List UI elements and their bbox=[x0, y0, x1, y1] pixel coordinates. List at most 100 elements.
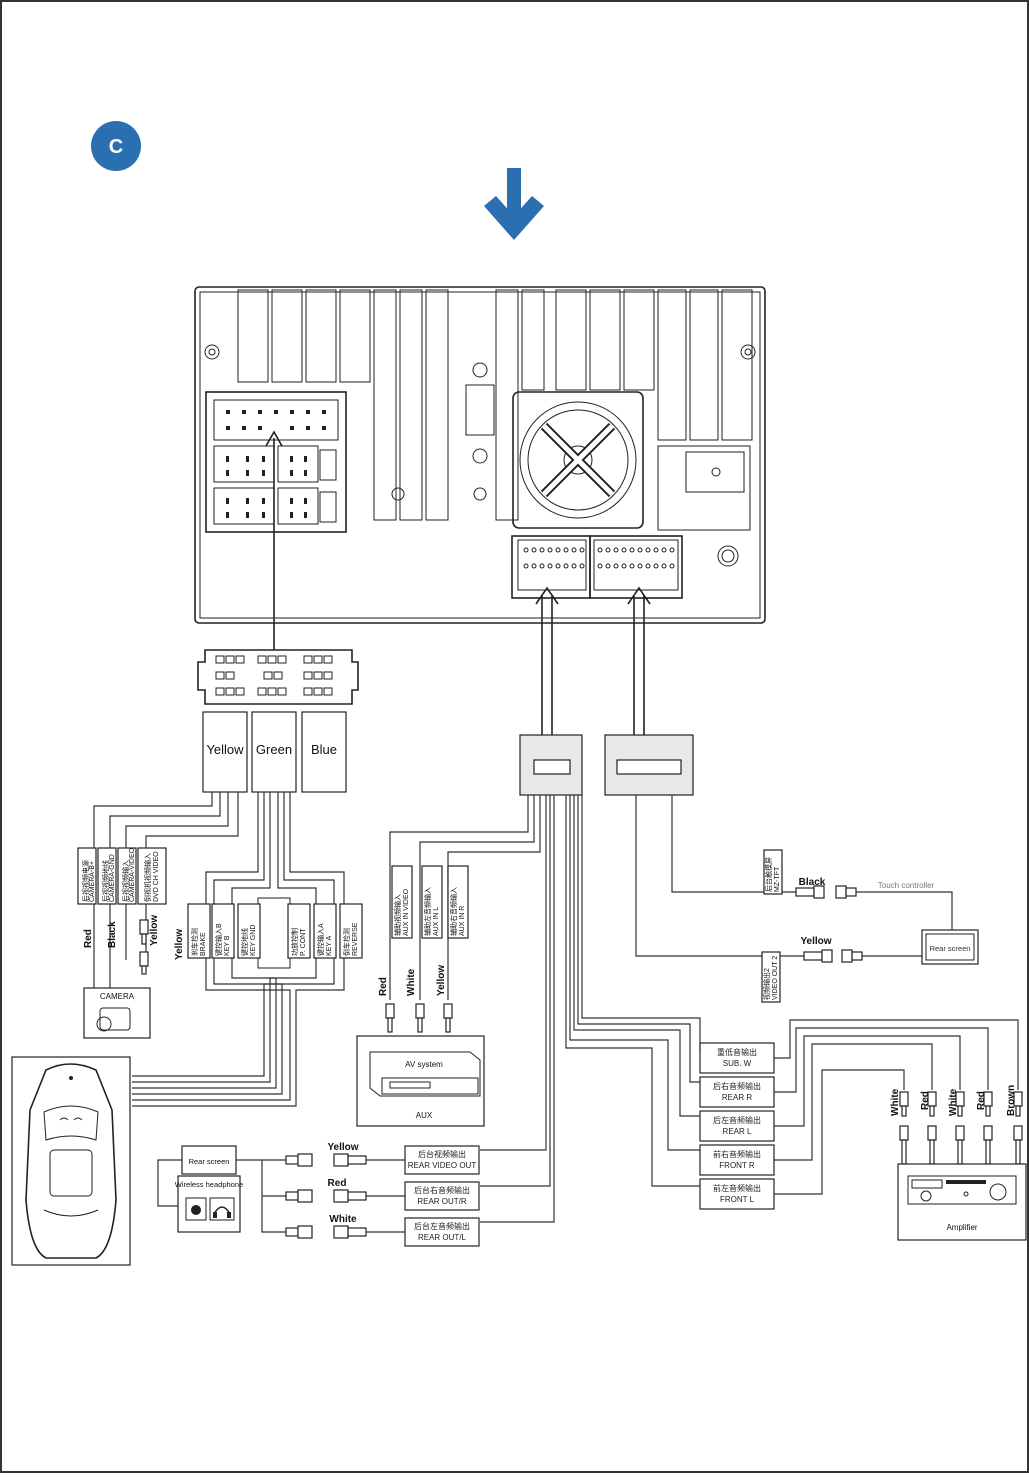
video-out2-color: Yellow bbox=[800, 936, 831, 947]
touch-tag-en: MZ-TFT bbox=[774, 866, 781, 892]
rear-out-plugs bbox=[285, 1153, 367, 1239]
camera-rca-plugs bbox=[139, 919, 149, 975]
aux-wire-1-zh: 辅助视频输入 bbox=[393, 894, 402, 936]
aux-wire-3-en: AUX IN R bbox=[459, 906, 466, 936]
head-unit-back bbox=[194, 286, 766, 624]
rear-out-1-color: Yellow bbox=[327, 1142, 358, 1153]
right-top-wires bbox=[635, 795, 953, 957]
camera-wire-2-en: CAMERA-GND bbox=[109, 854, 116, 902]
left-harness-box bbox=[519, 734, 583, 796]
green-wire-3-zh: 键控地线 bbox=[240, 928, 249, 956]
aux-wire-2-color: White bbox=[406, 968, 417, 996]
iso-plug bbox=[197, 649, 359, 705]
headset-icon bbox=[213, 1206, 231, 1215]
arrow-down-icon bbox=[484, 168, 544, 240]
connector-arrows bbox=[265, 430, 651, 735]
audio-out-5-zh: 前左音频输出 bbox=[713, 1183, 761, 1193]
rear-out-tags bbox=[404, 1145, 480, 1247]
green-wire-tags bbox=[187, 903, 363, 959]
yellow-connector: Yellow bbox=[202, 711, 248, 793]
rear-out-3-zh: 后台左音频输出 bbox=[414, 1221, 470, 1231]
amp-wire-4-color: Red bbox=[976, 1091, 987, 1110]
yellow-connector-label: Yellow bbox=[206, 742, 244, 757]
rear-screen-right: Rear screen bbox=[921, 929, 979, 965]
video-out2-tag bbox=[761, 951, 781, 1003]
audio-out-3-en: REAR L bbox=[723, 1127, 752, 1136]
camera: CAMERA bbox=[83, 987, 151, 1039]
camera-wire-1-en: CAMERA-B+ bbox=[89, 861, 96, 902]
camera-wire-2-color: Black bbox=[107, 921, 118, 948]
green-connector-label: Green bbox=[256, 742, 292, 757]
rear-screen-left-label: Rear screen bbox=[189, 1157, 230, 1166]
rear-screen-right-label: Rear screen bbox=[930, 944, 971, 953]
audio-out-4-en: FRONT R bbox=[719, 1161, 755, 1170]
car-top-view bbox=[11, 1056, 131, 1266]
headphone-icon bbox=[191, 1205, 201, 1215]
green-wire-1-en: BRAKE bbox=[200, 932, 207, 956]
right-harness-box bbox=[604, 734, 694, 796]
aux-wire-3-zh: 辅助右音频输入 bbox=[449, 887, 458, 936]
section-badge: C bbox=[91, 121, 141, 171]
green-wire-2-zh: 键控输入B bbox=[214, 923, 223, 956]
green-wire-6-zh: 倒车检测 bbox=[342, 928, 351, 956]
camera-wire-1-zh: 后视视频电源 bbox=[81, 860, 90, 902]
rear-out-3-color: White bbox=[329, 1214, 357, 1225]
green-wire-5-zh: 键控输入A bbox=[316, 923, 325, 956]
av-system-footer: AUX bbox=[416, 1111, 433, 1120]
camera-wire-tags bbox=[77, 847, 167, 905]
wireless-headphone: Wireless headphone bbox=[175, 1175, 243, 1233]
amp-rca-plugs bbox=[899, 1091, 1023, 1165]
amp-wire-1-color: White bbox=[890, 1088, 901, 1116]
amp-wires bbox=[774, 1019, 1019, 1195]
rear-out-2-color: Red bbox=[328, 1178, 347, 1189]
camera-wire-3-en: CAMERA-VIDEO bbox=[129, 847, 136, 902]
amp-wire-2-color: Red bbox=[920, 1091, 931, 1110]
av-system-title: AV system bbox=[405, 1060, 443, 1069]
camera-wire-2-zh: 后视视频地线 bbox=[101, 860, 110, 902]
amplifier-label: Amplifier bbox=[946, 1223, 977, 1232]
aux-wire-tags bbox=[391, 865, 469, 939]
audio-out-2-zh: 后右音频输出 bbox=[713, 1081, 761, 1091]
camera-wire-3-color: Yellow bbox=[149, 915, 160, 946]
green-wire-3-en: KEY GND bbox=[250, 925, 257, 956]
amp-wire-5-color: Brown bbox=[1006, 1085, 1017, 1116]
video-out2-en: VIDEO OUT 2 bbox=[772, 956, 779, 1000]
green-connector: Green bbox=[251, 711, 297, 793]
rear-out-1-en: REAR VIDEO OUT bbox=[408, 1161, 477, 1170]
touch-tag bbox=[763, 849, 783, 895]
camera-label: CAMERA bbox=[100, 992, 135, 1001]
green-wire-6-en: REVERSE bbox=[352, 922, 359, 956]
video-out2-plugs bbox=[803, 949, 863, 963]
audio-out-1-en: SUB. W bbox=[723, 1059, 752, 1068]
touch-color: Black bbox=[799, 877, 826, 888]
main-harness-wires bbox=[480, 795, 701, 1223]
audio-out-5-en: FRONT L bbox=[720, 1195, 755, 1204]
wireless-headphone-label: Wireless headphone bbox=[175, 1180, 243, 1189]
audio-out-2-en: REAR R bbox=[722, 1093, 752, 1102]
rear-out-3-en: REAR OUT/L bbox=[418, 1233, 467, 1242]
green-wire-1-zh: 刹车检测 bbox=[190, 928, 199, 956]
aux-wire-1-color: Red bbox=[378, 977, 389, 996]
audio-out-1-zh: 重低音输出 bbox=[717, 1047, 757, 1057]
rear-out-2-en: REAR OUT/R bbox=[417, 1197, 467, 1206]
camera-wire-3-zh: 后视视频输入 bbox=[121, 860, 130, 902]
touch-tag-zh: 后台触摸屏 bbox=[764, 857, 773, 892]
touch-plugs bbox=[795, 885, 857, 899]
audio-out-4-zh: 前右音频输出 bbox=[713, 1149, 761, 1159]
amplifier: Amplifier bbox=[897, 1163, 1027, 1241]
aux-rca-plugs bbox=[385, 1003, 453, 1033]
av-system: AV system AUX bbox=[356, 1035, 485, 1127]
rear-out-wires bbox=[236, 1159, 405, 1233]
green-wire-2-en: KEY B bbox=[224, 935, 231, 956]
green-wire-4-zh: 功放控制 bbox=[290, 928, 299, 956]
green-wire-5-en: KEY A bbox=[326, 936, 333, 956]
green-wire-4-en: P. CONT bbox=[300, 928, 307, 956]
blue-connector: Blue bbox=[301, 711, 347, 793]
rear-out-1-zh: 后台视频输出 bbox=[418, 1149, 466, 1159]
camera-wire-4-color: Yellow bbox=[174, 929, 185, 960]
touch-controller-label: Touch controller bbox=[878, 881, 935, 890]
amp-wire-3-color: White bbox=[948, 1088, 959, 1116]
